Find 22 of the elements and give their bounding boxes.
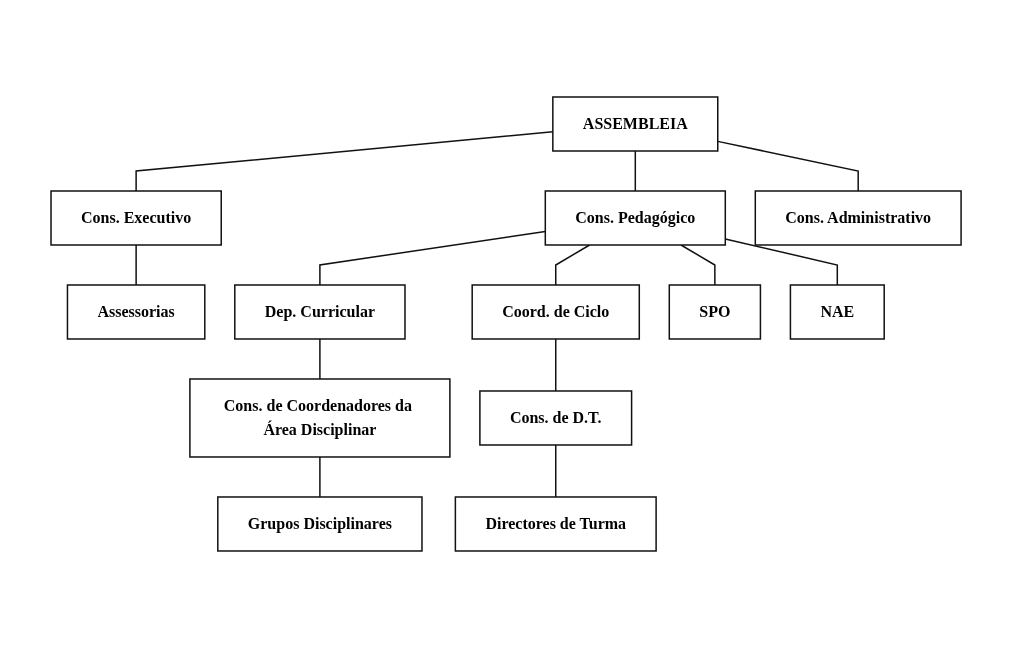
node-box: Directores de Turma bbox=[455, 496, 658, 552]
node-box: Cons. Pedagógico bbox=[545, 190, 727, 246]
node-box: SPO bbox=[669, 284, 762, 340]
node-box: Cons. Executivo bbox=[50, 190, 223, 246]
connector bbox=[635, 150, 637, 192]
node-box: Assessorias bbox=[67, 284, 206, 340]
connector bbox=[135, 244, 138, 286]
connector bbox=[319, 338, 322, 380]
connector bbox=[555, 444, 557, 498]
connector bbox=[319, 456, 322, 498]
connector bbox=[555, 338, 557, 392]
node-box: NAE bbox=[790, 284, 886, 340]
connector bbox=[680, 244, 717, 286]
node-box: ASSEMBLEIA bbox=[552, 96, 719, 152]
connector bbox=[555, 244, 591, 286]
node-box: Grupos Disciplinares bbox=[217, 496, 424, 552]
node-box: Coord. de Ciclo bbox=[471, 284, 641, 340]
node-box: Cons. de Coordenadores da Área Disciplinar bbox=[189, 378, 452, 458]
node-box: Cons. de D.T. bbox=[479, 390, 633, 446]
node-box: Cons. Administrativo bbox=[755, 190, 963, 246]
node-box: Dep. Curricular bbox=[234, 284, 407, 340]
connector bbox=[725, 238, 839, 286]
